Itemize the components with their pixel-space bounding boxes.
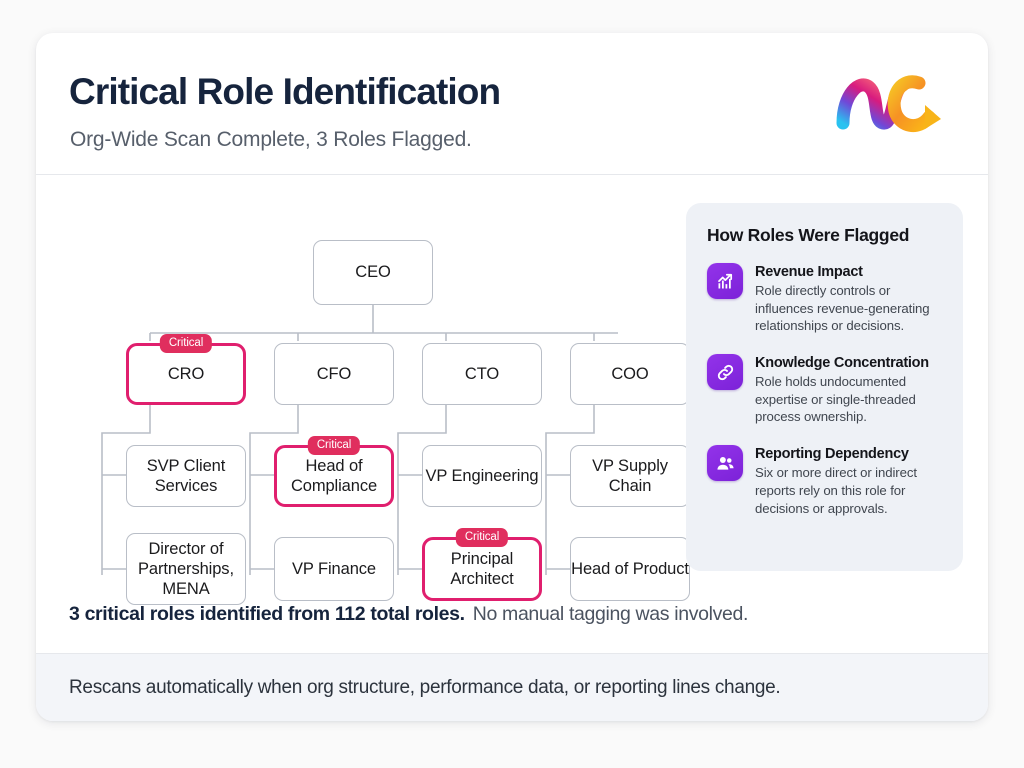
link-chain-icon [707, 354, 743, 391]
org-node-label: Head of Product [571, 559, 689, 578]
org-node-head-of-product[interactable]: Head of Product [570, 537, 690, 601]
summary-light: No manual tagging was involved. [472, 603, 749, 625]
critical-badge: Critical [455, 527, 509, 548]
org-node-svp-client-services[interactable]: SVP Client Services [126, 445, 246, 507]
criterion-name: Reporting Dependency [755, 446, 909, 463]
critical-badge: Critical [159, 333, 213, 354]
criterion-description: Role directly controls or influences rev… [755, 283, 930, 334]
page-subtitle: Org-Wide Scan Complete, 3 Roles Flagged. [70, 128, 472, 151]
org-chart-connectors [101, 305, 618, 575]
org-node-label: CRO [167, 364, 205, 383]
org-node-coo[interactable]: COO [570, 343, 690, 405]
page-title: Critical Role Identification [69, 71, 501, 112]
org-node-cfo[interactable]: CFO [274, 343, 394, 405]
org-node-label: COO [611, 364, 649, 383]
org-node-label: SVP Client Services [146, 456, 226, 495]
org-node-label: CEO [355, 263, 391, 282]
users-icon [707, 445, 743, 482]
criterion-revenue-impact: Revenue Impact Role directly controls or… [707, 263, 943, 335]
org-node-vp-finance[interactable]: VP Finance [274, 537, 394, 601]
chart-trend-up-icon [707, 263, 743, 299]
criterion-name: Revenue Impact [755, 264, 863, 280]
summary-bold: 3 critical roles identified from 112 tot… [69, 603, 465, 625]
panel-title: How Roles Were Flagged [707, 225, 910, 245]
card-header: Critical Role Identification Org-Wide Sc… [36, 33, 988, 175]
org-node-label: Principal Architect [450, 549, 514, 588]
criterion-description: Six or more direct or indirect reports r… [755, 465, 917, 516]
criterion-knowledge-concentration: Knowledge Concentration Role holds undoc… [707, 354, 943, 426]
org-node-director-partnerships-mena[interactable]: Director of Partnerships, MENA [126, 533, 246, 605]
org-node-vp-engineering[interactable]: VP Engineering [422, 445, 542, 507]
criterion-description: Role holds undocumented expertise or sin… [755, 374, 916, 425]
org-node-head-of-compliance[interactable]: Critical Head of Compliance [274, 435, 394, 507]
org-node-label: VP Finance [292, 559, 376, 578]
org-node-label: Director of Partnerships, MENA [138, 539, 234, 599]
org-node-cro[interactable]: Critical CRO [126, 333, 246, 405]
org-node-label: CFO [316, 364, 352, 383]
org-chart: CEO Critical CRO CFO CTO COO SVP Client … [36, 175, 690, 605]
org-node-label: VP Engineering [425, 466, 539, 485]
org-node-label: CTO [464, 364, 500, 383]
critical-badge: Critical [307, 435, 361, 456]
criterion-name: Knowledge Concentration [755, 355, 929, 372]
footer-text: Rescans automatically when org structure… [69, 676, 781, 698]
org-node-vp-supply-chain[interactable]: VP Supply Chain [570, 445, 690, 507]
me-ribbon-logo [833, 61, 963, 139]
card-footer: Rescans automatically when org structure… [36, 653, 988, 721]
org-node-cto[interactable]: CTO [422, 343, 542, 405]
org-node-label: Head of Compliance [290, 456, 378, 495]
criterion-reporting-dependency: Reporting Dependency Six or more direct … [707, 445, 943, 517]
report-card: Critical Role Identification Org-Wide Sc… [36, 33, 988, 721]
org-node-ceo[interactable]: CEO [313, 240, 433, 305]
flagging-criteria-panel: How Roles Were Flagged Revenue Impact Ro… [686, 203, 963, 571]
org-node-principal-architect[interactable]: Critical Principal Architect [422, 527, 542, 601]
summary-line: 3 critical roles identified from 112 tot… [69, 603, 969, 626]
org-node-label: VP Supply Chain [592, 456, 668, 495]
